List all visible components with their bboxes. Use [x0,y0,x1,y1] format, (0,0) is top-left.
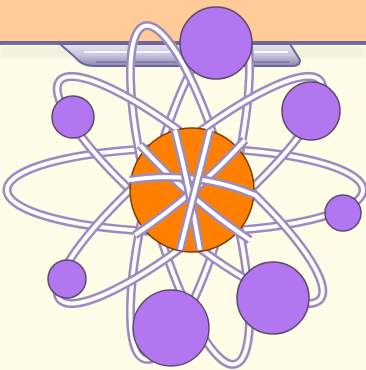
electron-bottom [133,290,209,366]
electron-lower-left [48,260,86,298]
electron-upper-right [282,82,340,140]
electron-upper-left [52,96,94,138]
electron-top [180,7,252,79]
electron-right [325,195,361,231]
electron-lower-right [237,262,309,334]
